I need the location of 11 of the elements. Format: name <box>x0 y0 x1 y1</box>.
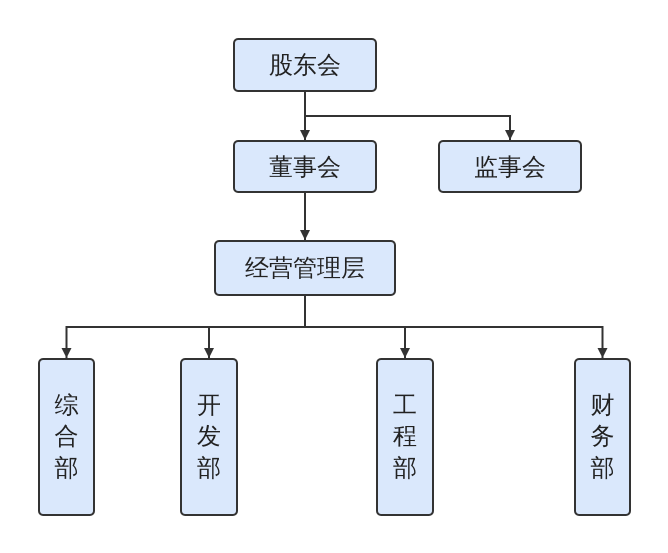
department-box: 开发部 <box>180 358 238 516</box>
department-box: 综合部 <box>38 358 95 516</box>
arrow <box>300 193 310 240</box>
arrow <box>304 296 608 358</box>
org-box: 监事会 <box>438 140 582 193</box>
org-box: 股东会 <box>233 38 377 92</box>
org-box: 经营管理层 <box>214 240 396 296</box>
department-box: 财务部 <box>574 358 631 516</box>
department-box: 工程部 <box>376 358 434 516</box>
arrow <box>304 92 515 140</box>
org-box: 董事会 <box>233 140 377 193</box>
